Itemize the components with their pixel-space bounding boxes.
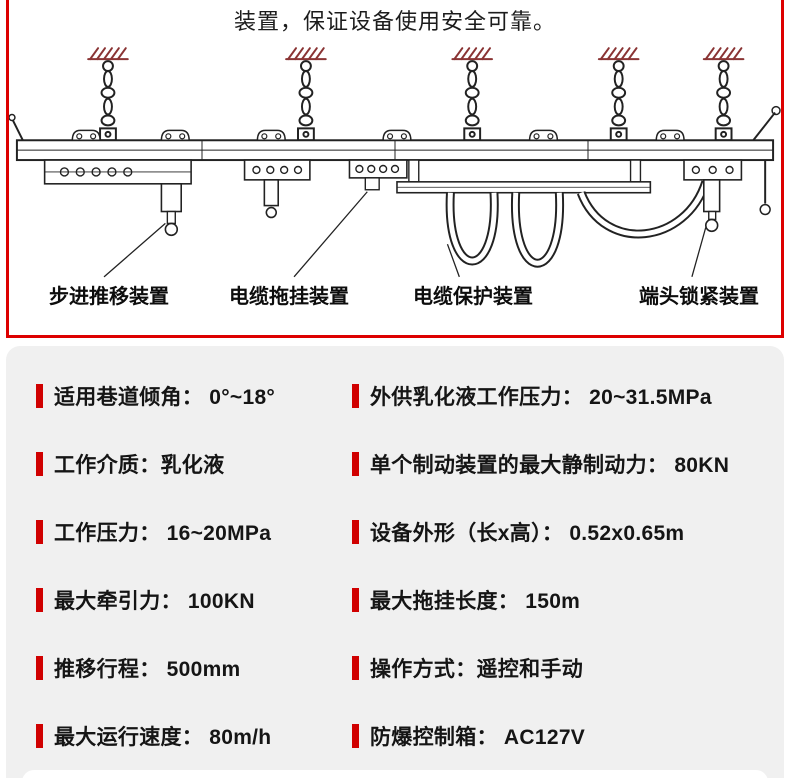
spec-text: 设备外形（长x高）： 0.52x0.65m [370, 522, 685, 545]
spec-text: 防爆控制箱： AC127V [370, 726, 586, 749]
spec-bullet-bar [36, 384, 43, 408]
spec-roadway-angle: 适用巷道倾角： 0°~18° [36, 362, 352, 430]
spec-text: 单个制动装置的最大静制动力： 80KN [370, 454, 730, 477]
spec-max-traction: 最大牵引力： 100KN [36, 566, 352, 634]
next-section-card [22, 770, 768, 778]
cable-protection-bar [396, 159, 652, 194]
spec-control-box: 防爆控制箱： AC127V [352, 702, 776, 770]
spec-bullet-bar [36, 520, 43, 544]
specs-panel: 适用巷道倾角： 0°~18° 外供乳化液工作压力： 20~31.5MPa 工作介… [6, 346, 784, 778]
diagram-label-stepping-device: 步进推移装置 [49, 286, 169, 308]
device-diagram [9, 47, 781, 278]
spec-operation-mode: 操作方式：遥控和手动 [352, 634, 776, 702]
spec-bullet-bar [36, 656, 43, 680]
spec-bullet-bar [352, 520, 359, 544]
cable-loops [445, 180, 711, 268]
spec-bullet-bar [36, 452, 43, 476]
spec-text: 最大运行速度： 80m/h [54, 726, 272, 749]
spec-text: 外供乳化液工作压力： 20~31.5MPa [370, 386, 712, 409]
diagram-panel: 装置，保证设备使用安全可靠。 [6, 0, 784, 338]
spec-working-medium: 工作介质：乳化液 [36, 430, 352, 498]
end-locking-device [683, 159, 743, 233]
spec-brake-force: 单个制动装置的最大静制动力： 80KN [352, 430, 776, 498]
spec-max-towing-length: 最大拖挂长度： 150m [352, 566, 776, 634]
spec-bullet-bar [352, 588, 359, 612]
spec-working-pressure: 工作压力： 16~20MPa [36, 498, 352, 566]
specs-grid: 适用巷道倾角： 0°~18° 外供乳化液工作压力： 20~31.5MPa 工作介… [6, 346, 784, 770]
spec-text: 推移行程： 500mm [54, 658, 241, 681]
spec-text: 最大牵引力： 100KN [54, 590, 255, 613]
diagram-label-cable-towing: 电缆拖挂装置 [229, 286, 349, 308]
spec-max-speed: 最大运行速度： 80m/h [36, 702, 352, 770]
spec-emulsion-pressure: 外供乳化液工作压力： 20~31.5MPa [352, 362, 776, 430]
leader-lines [103, 191, 707, 278]
spec-bullet-bar [352, 384, 359, 408]
spec-text: 工作介质：乳化液 [54, 454, 225, 477]
spec-bullet-bar [36, 724, 43, 748]
diagram-label-end-locking: 端头锁紧装置 [639, 286, 759, 308]
spec-text: 适用巷道倾角： 0°~18° [54, 386, 276, 409]
stepping-push-device [43, 159, 192, 237]
spec-dimensions: 设备外形（长x高）： 0.52x0.65m [352, 498, 776, 566]
spec-text: 最大拖挂长度： 150m [370, 590, 581, 613]
beam-end-link [752, 105, 781, 216]
spec-bullet-bar [352, 656, 359, 680]
spec-push-stroke: 推移行程： 500mm [36, 634, 352, 702]
ceiling-anchor-chains [87, 47, 745, 142]
spec-bullet-bar [352, 452, 359, 476]
diagram-caption: 装置，保证设备使用安全可靠。 [233, 9, 556, 34]
spec-text: 操作方式：遥控和手动 [370, 658, 583, 681]
spec-bullet-bar [352, 724, 359, 748]
beam-clamp-lugs [71, 129, 685, 142]
beam-trolley [348, 159, 408, 191]
diagram-label-cable-protection: 电缆保护装置 [413, 286, 533, 308]
spec-text: 工作压力： 16~20MPa [54, 522, 272, 545]
spec-bullet-bar [36, 588, 43, 612]
cable-towing-trolley [243, 159, 311, 219]
